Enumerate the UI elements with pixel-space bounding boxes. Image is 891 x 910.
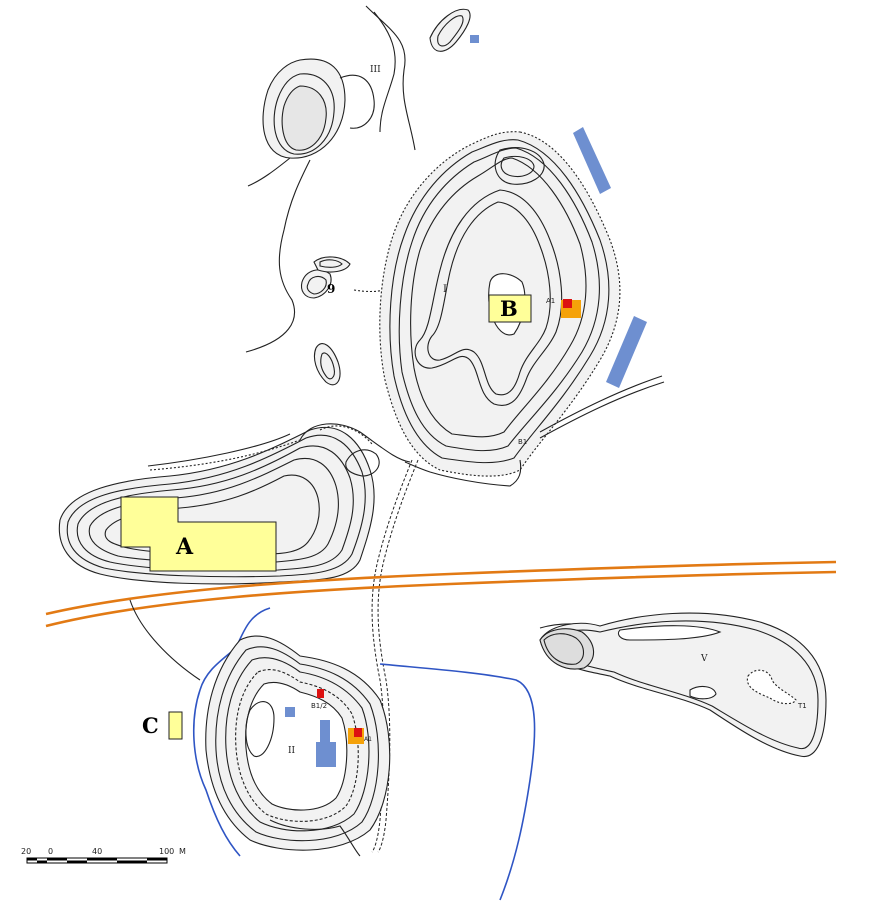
- scale-tick-40: 40: [92, 847, 102, 856]
- scale-tick-0: 0: [48, 847, 53, 856]
- trench-label-b1-2: B1/2: [311, 702, 327, 710]
- feature-9: [300, 256, 385, 386]
- highlight-zone-b: [488, 294, 532, 323]
- highlight-zone-a: [120, 496, 277, 572]
- trench-label-b1-north: B1: [518, 438, 527, 446]
- mound-v: [539, 612, 827, 757]
- trench-label-a1-north: A1: [546, 297, 555, 305]
- excavation-a1-north-red: [563, 299, 572, 308]
- scale-tick-100: 100: [159, 847, 174, 856]
- water-feature-mound-ii-small: [285, 707, 295, 717]
- dashed-track: [371, 459, 419, 853]
- trench-label-a1-south: A1: [364, 736, 372, 743]
- zone-label-c: C: [142, 713, 159, 738]
- excavation-a1-south-red: [354, 728, 362, 737]
- feature-label-9: 9: [327, 282, 335, 296]
- water-feature-ne-2: [606, 316, 647, 388]
- scale-unit: M: [179, 847, 186, 856]
- mound-label-v: V: [700, 654, 708, 664]
- highlight-zone-c: [168, 711, 183, 740]
- mound-label-i: I: [443, 284, 447, 295]
- water-feature-ne-1: [573, 127, 611, 194]
- river-line: [193, 607, 536, 901]
- zone-label-b: B: [500, 296, 518, 321]
- mound-label-iii: III: [370, 65, 381, 75]
- mound-iii: [245, 5, 471, 353]
- excavation-b1-2-red: [317, 689, 324, 698]
- water-feature-mound-ii-large: [316, 720, 336, 767]
- water-feature-small-north: [470, 35, 479, 43]
- road-orange: [45, 560, 837, 628]
- mound-ii: [129, 599, 611, 857]
- trench-label-t1: T1: [797, 702, 807, 710]
- scale-tick-20: 20: [21, 847, 31, 856]
- mound-label-ii: II: [288, 746, 296, 756]
- zone-label-a: A: [175, 534, 194, 560]
- scale-bar: 20 0 40 100 M: [21, 847, 186, 864]
